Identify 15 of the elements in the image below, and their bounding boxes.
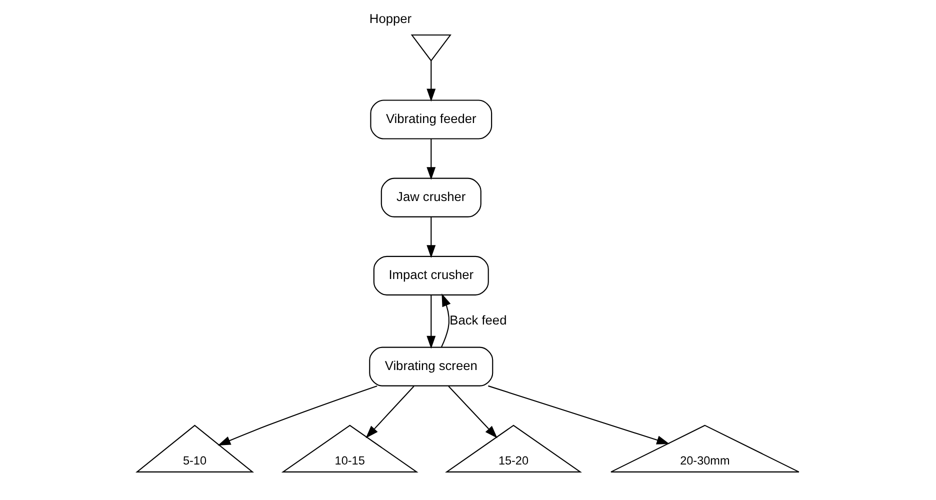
arrow: [426, 61, 436, 102]
node-box: Jaw crusher: [380, 178, 482, 218]
arrow: [488, 385, 670, 444]
node-label: Hopper: [369, 10, 412, 26]
arrow: [441, 294, 451, 348]
node-box: Impact crusher: [373, 256, 489, 296]
edge-label: Back feed: [450, 312, 507, 328]
arrow: [426, 295, 436, 349]
arrow: [218, 385, 378, 446]
arrow: [426, 138, 436, 180]
node-box: Vibrating screen: [369, 346, 494, 386]
node-box: Vibrating feeder: [370, 100, 492, 140]
arrow: [426, 217, 436, 258]
arrow: [448, 386, 498, 438]
arrow: [366, 386, 414, 438]
